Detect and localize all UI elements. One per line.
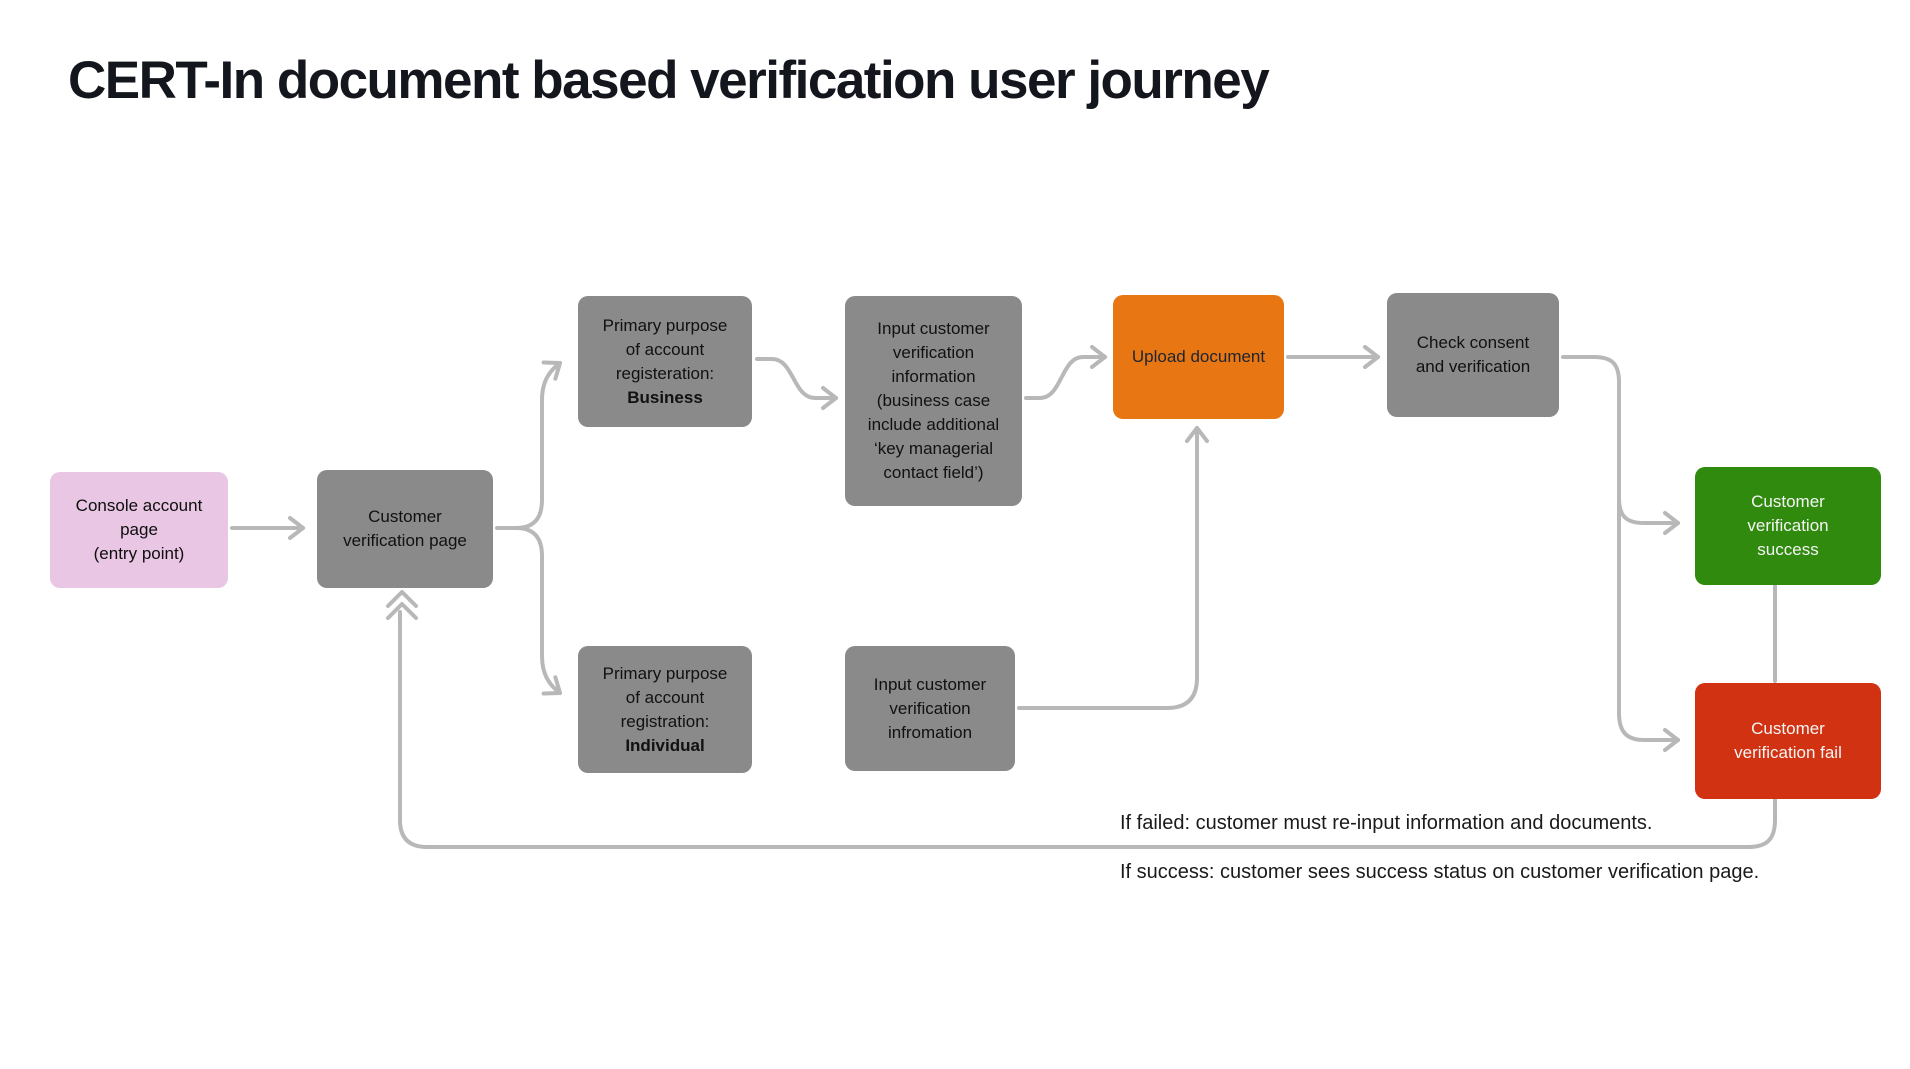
node-label-bold: Business xyxy=(627,387,703,407)
node-input-verification-business: Input customer verification information … xyxy=(845,296,1022,506)
diagram-title: CERT-In document based verification user… xyxy=(68,51,1270,110)
node-verification-fail: Customer verification fail xyxy=(1695,683,1881,799)
node-label: Input customer verification infromation xyxy=(873,674,987,742)
node-label: Check consent and verification xyxy=(1415,333,1531,376)
node-label: Upload document xyxy=(1131,347,1266,366)
node-label: Primary purpose of account registeration… xyxy=(602,315,728,383)
node-check-consent-verification: Check consent and verification xyxy=(1387,293,1559,417)
node-customer-verification-page: Customer verification page xyxy=(317,470,493,588)
node-label-bold: Individual xyxy=(625,735,705,755)
loop-double-chevron-up-icon xyxy=(386,590,418,620)
connector-fail-loop-back xyxy=(398,610,1777,849)
note-if-success: If success: customer sees success status… xyxy=(1120,861,1760,883)
node-primary-purpose-individual: Primary purpose of account registration:… xyxy=(578,646,752,773)
node-label: Primary purpose of account registration: xyxy=(602,663,728,731)
node-console-account-page: Console account page (entry point) xyxy=(50,472,228,588)
connector-check-to-success xyxy=(1561,355,1680,535)
connector-fork-to-individual xyxy=(514,526,562,696)
node-label: Console account page (entry point) xyxy=(75,496,203,563)
connector-input-to-upload xyxy=(1024,345,1107,400)
node-upload-document: Upload document xyxy=(1113,295,1284,419)
node-primary-purpose-business: Primary purpose of account registeration… xyxy=(578,296,752,427)
connector-branch-to-fail xyxy=(1617,496,1680,752)
connector-individual-input-to-upload xyxy=(1017,426,1209,710)
node-label: Customer verification fail xyxy=(1734,719,1842,762)
connector-fork-to-business xyxy=(514,360,562,530)
node-label: Customer verification success xyxy=(1747,492,1829,559)
node-input-verification-individual: Input customer verification infromation xyxy=(845,646,1015,771)
connector-business-to-input xyxy=(755,357,838,410)
note-if-failed: If failed: customer must re-input inform… xyxy=(1120,812,1653,834)
node-label: Input customer verification information … xyxy=(867,319,1000,482)
node-label: Customer verification page xyxy=(343,507,467,550)
node-verification-success: Customer verification success xyxy=(1695,467,1881,585)
